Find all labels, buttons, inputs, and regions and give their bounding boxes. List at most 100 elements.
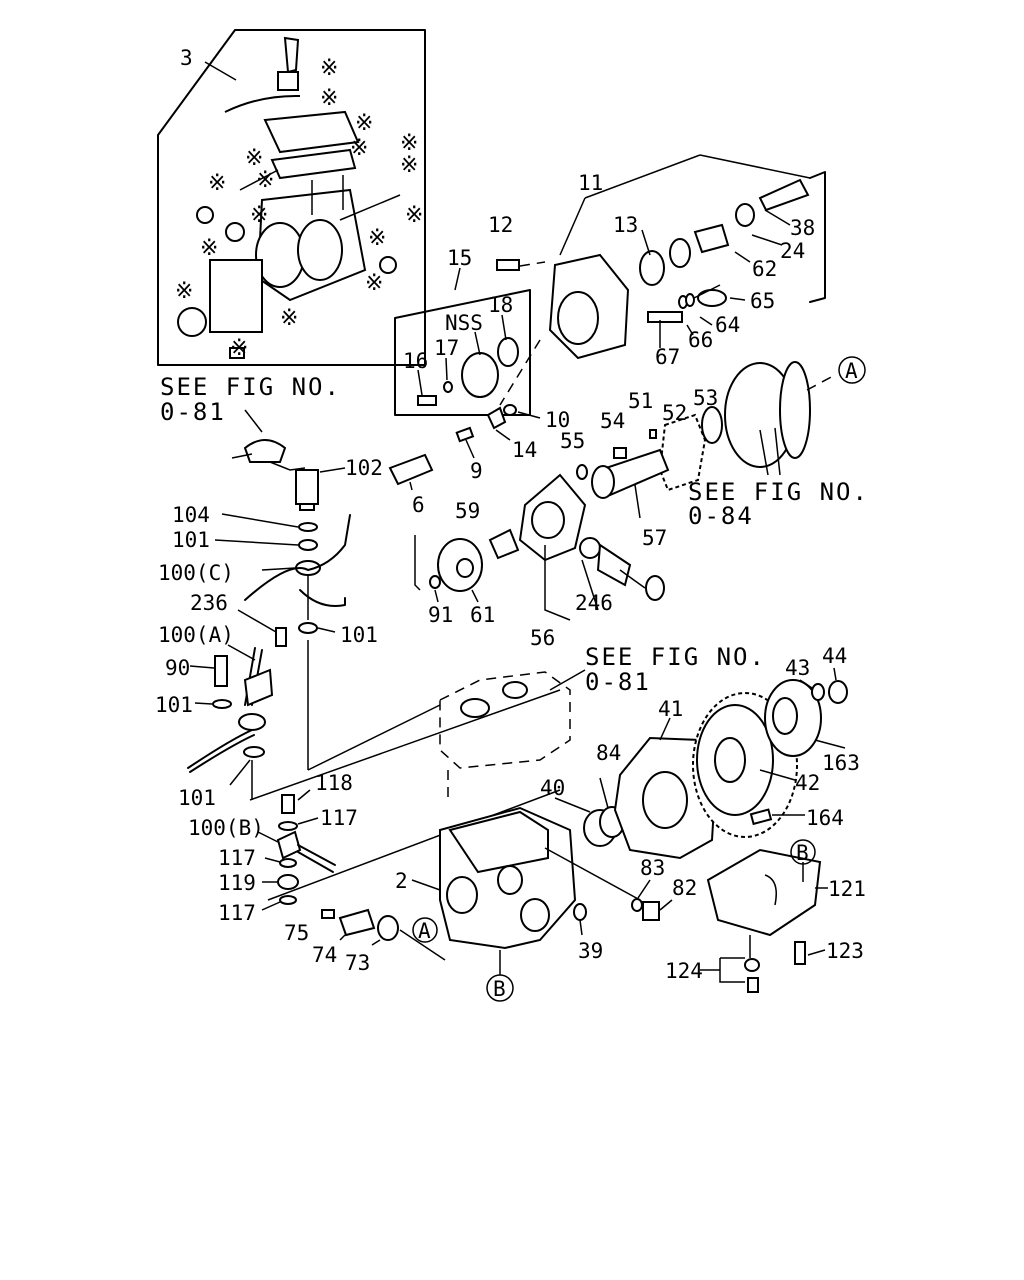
label-74: 74 <box>312 943 337 967</box>
label-15: 15 <box>447 246 472 270</box>
label-75: 75 <box>284 921 309 945</box>
star-mark: ※ <box>400 153 418 178</box>
label-117-c: 117 <box>218 901 256 925</box>
label-53: 53 <box>693 386 718 410</box>
label-6: 6 <box>412 493 425 517</box>
label-64: 64 <box>715 313 740 337</box>
label-3: 3 <box>180 46 193 70</box>
label-100b: 100(B) <box>188 816 264 840</box>
star-mark: ※ <box>200 236 218 261</box>
label-104: 104 <box>172 503 210 527</box>
inset-assembly-3: ※ ※ ※ ※ ※ ※ ※ ※ ※ ※ ※ ※ ※ ※ ※ ※ ※ <box>157 29 426 366</box>
label-121: 121 <box>828 877 866 901</box>
star-mark: ※ <box>355 111 373 136</box>
label-55: 55 <box>560 429 585 453</box>
star-mark: ※ <box>256 168 274 193</box>
label-246: 246 <box>575 591 613 615</box>
label-2: 2 <box>395 869 408 893</box>
label-83: 83 <box>640 856 665 880</box>
label-118: 118 <box>315 771 353 795</box>
star-mark: ※ <box>405 203 423 228</box>
star-mark: ※ <box>175 279 193 304</box>
see-fig-number-2: 0-84 <box>688 502 754 530</box>
label-164: 164 <box>806 806 844 830</box>
label-65: 65 <box>750 289 775 313</box>
label-41: 41 <box>658 697 683 721</box>
star-mark: ※ <box>320 86 338 111</box>
label-16: 16 <box>403 349 428 373</box>
callout-b-bottom <box>486 974 514 1002</box>
label-52: 52 <box>662 401 687 425</box>
label-236: 236 <box>190 591 228 615</box>
callout-b-right-letter: B <box>796 841 809 865</box>
nss-assembly <box>461 352 499 398</box>
see-fig-label-2: SEE FIG NO. <box>688 478 869 506</box>
label-61: 61 <box>470 603 495 627</box>
label-9: 9 <box>470 459 483 483</box>
star-mark: ※ <box>230 336 248 361</box>
label-14: 14 <box>512 438 537 462</box>
label-38: 38 <box>790 216 815 240</box>
label-24: 24 <box>780 239 805 263</box>
label-101-c: 101 <box>155 693 193 717</box>
label-57: 57 <box>642 526 667 550</box>
see-fig-label-1: SEE FIG NO. <box>160 373 341 401</box>
label-51: 51 <box>628 389 653 413</box>
label-101-d: 101 <box>178 786 216 810</box>
star-mark: ※ <box>350 136 368 161</box>
label-90: 90 <box>165 656 190 680</box>
label-91: 91 <box>428 603 453 627</box>
callout-a-bottom-letter: A <box>418 919 431 943</box>
label-100c: 100(C) <box>158 561 234 585</box>
label-39: 39 <box>578 939 603 963</box>
label-101-a: 101 <box>172 528 210 552</box>
label-73: 73 <box>345 951 370 975</box>
label-123: 123 <box>826 939 864 963</box>
label-163: 163 <box>822 751 860 775</box>
callout-b-right <box>790 839 816 865</box>
label-82: 82 <box>672 876 697 900</box>
star-mark: ※ <box>368 226 386 251</box>
label-43: 43 <box>785 656 810 680</box>
label-17: 17 <box>434 336 459 360</box>
label-42: 42 <box>795 771 820 795</box>
star-mark: ※ <box>208 171 226 196</box>
label-54: 54 <box>600 409 625 433</box>
label-18: 18 <box>488 293 513 317</box>
label-124: 124 <box>665 959 703 983</box>
label-40: 40 <box>540 776 565 800</box>
star-mark: ※ <box>280 306 298 331</box>
label-66: 66 <box>688 328 713 352</box>
label-44: 44 <box>822 644 847 668</box>
star-mark: ※ <box>320 56 338 81</box>
star-mark: ※ <box>400 131 418 156</box>
bracket-121 <box>706 848 822 937</box>
label-84: 84 <box>596 741 621 765</box>
see-fig-number-3: 0-81 <box>585 668 651 696</box>
see-fig-label-3: SEE FIG NO. <box>585 643 766 671</box>
callout-a-top <box>838 356 866 384</box>
label-10: 10 <box>545 408 570 432</box>
callout-a-top-letter: A <box>845 359 858 383</box>
label-102: 102 <box>345 456 383 480</box>
callout-b-bottom-letter: B <box>493 977 506 1001</box>
star-mark: ※ <box>365 271 383 296</box>
label-56: 56 <box>530 626 555 650</box>
label-12: 12 <box>488 213 513 237</box>
label-11: 11 <box>578 171 603 195</box>
see-fig-number-1: 0-81 <box>160 398 226 426</box>
label-119: 119 <box>218 871 256 895</box>
callout-a-bottom <box>412 917 438 943</box>
label-nss: NSS <box>445 311 483 335</box>
label-13: 13 <box>613 213 638 237</box>
star-mark: ※ <box>245 146 263 171</box>
label-62: 62 <box>752 257 777 281</box>
star-mark: ※ <box>250 203 268 228</box>
label-59: 59 <box>455 499 480 523</box>
label-117-a: 117 <box>320 806 358 830</box>
label-67: 67 <box>655 345 680 369</box>
label-101-b: 101 <box>340 623 378 647</box>
label-100a: 100(A) <box>158 623 234 647</box>
